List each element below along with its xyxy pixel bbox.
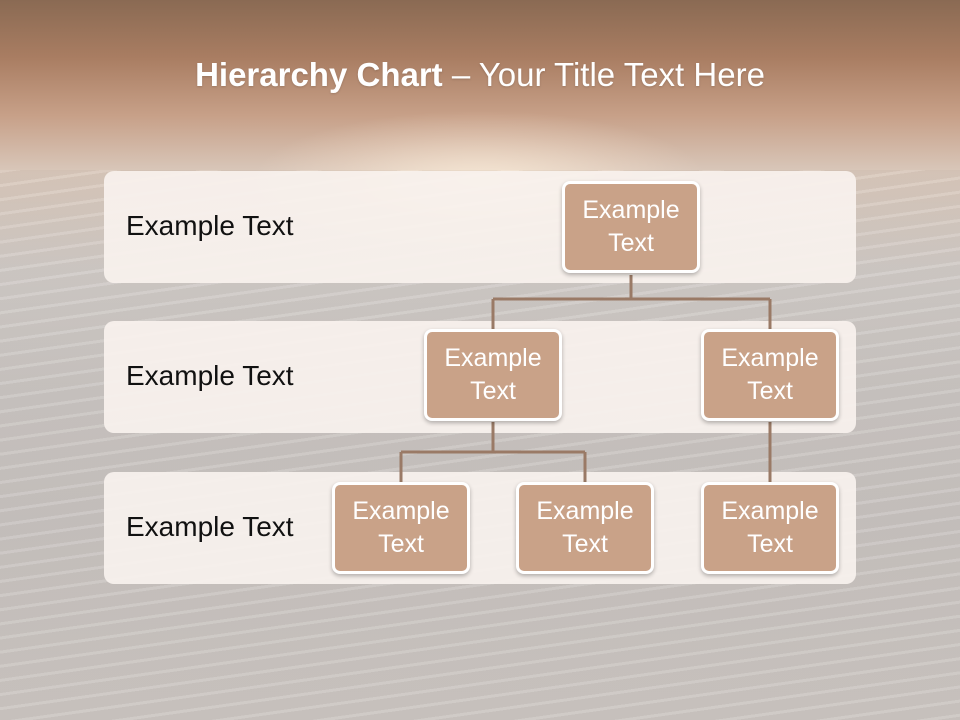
- node-level3-a-label: Example Text: [352, 497, 450, 558]
- node-level3-c[interactable]: Example Text: [701, 482, 839, 574]
- node-level3-b-label: Example Text: [536, 497, 634, 558]
- slide-title: Hierarchy Chart – Your Title Text Here: [0, 56, 960, 94]
- node-level2-left-label: Example Text: [444, 344, 542, 405]
- level-band-1: [104, 171, 856, 283]
- node-root-label: Example Text: [582, 196, 680, 257]
- node-root[interactable]: Example Text: [562, 181, 700, 273]
- node-level2-right[interactable]: Example Text: [701, 329, 839, 421]
- title-bold: Hierarchy Chart: [195, 56, 443, 93]
- node-level2-left[interactable]: Example Text: [424, 329, 562, 421]
- level-label-2: Example Text: [126, 360, 294, 391]
- title-subtitle: – Your Title Text Here: [442, 56, 765, 93]
- node-level3-c-label: Example Text: [721, 497, 819, 558]
- node-level3-a[interactable]: Example Text: [332, 482, 470, 574]
- node-level3-b[interactable]: Example Text: [516, 482, 654, 574]
- level-label-1: Example Text: [126, 210, 294, 241]
- level-label-3: Example Text: [126, 511, 294, 542]
- node-level2-right-label: Example Text: [721, 344, 819, 405]
